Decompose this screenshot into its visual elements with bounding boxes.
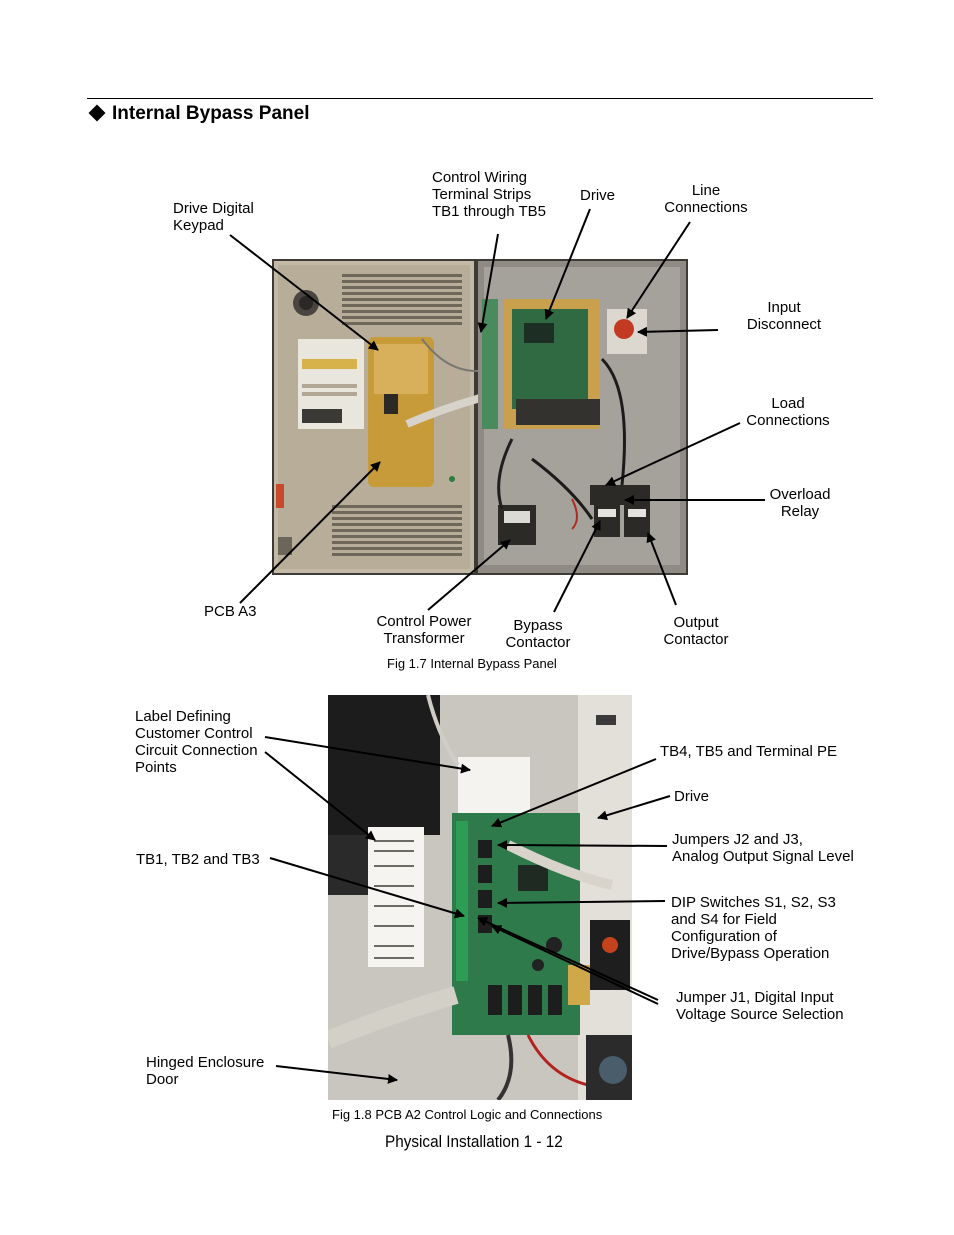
label-control-wiring-terminal-strips: Control Wiring Terminal Strips TB1 throu… <box>432 169 546 220</box>
label-customer-control-circuit: Label Defining Customer Control Circuit … <box>135 708 258 776</box>
arrow-label-defining-1 <box>264 736 471 774</box>
pcb-a2-control-logic-photo <box>328 695 632 1100</box>
arrow-drive-2 <box>597 795 671 821</box>
arrow-pcb-a3 <box>239 461 381 604</box>
label-jumpers-j2-j3: Jumpers J2 and J3, Analog Output Signal … <box>672 831 854 865</box>
arrow-hinged-door <box>275 1065 398 1084</box>
arrow-control-wiring <box>477 233 499 333</box>
arrow-tb4-tb5 <box>491 758 657 828</box>
figure-1-8-caption: Fig 1.8 PCB A2 Control Logic and Connect… <box>332 1107 603 1122</box>
label-drive-2: Drive <box>674 788 710 805</box>
figure-1-7-caption: Fig 1.7 Internal Bypass Panel <box>387 656 557 671</box>
section-title: Internal Bypass Panel <box>112 103 310 124</box>
header-rule <box>87 98 873 99</box>
arrow-drive-digital-keypad <box>229 234 379 351</box>
label-output-contactor: Output Contactor <box>663 614 729 648</box>
label-drive-digital-keypad: Drive Digital Keypad <box>173 200 254 234</box>
label-load-connections: Load Connections <box>746 395 830 429</box>
arrow-drive <box>544 208 591 320</box>
label-bypass-contactor: Bypass Contactor <box>505 617 571 651</box>
arrow-label-defining-2 <box>264 751 376 841</box>
arrow-tb1-tb2-tb3 <box>269 857 465 919</box>
page-footer: Physical Installation 1 - 12 <box>385 1132 563 1151</box>
label-input-disconnect: Input Disconnect <box>746 299 822 333</box>
label-line-connections: Line Connections <box>664 182 748 216</box>
label-dip-switches: DIP Switches S1, S2, S3 and S4 for Field… <box>671 894 836 962</box>
label-control-power-transformer: Control Power Transformer <box>376 613 472 647</box>
label-drive: Drive <box>580 187 616 204</box>
arrow-output-contactor <box>646 532 677 606</box>
arrow-jumper-j1-2 <box>491 925 659 1005</box>
label-overload-relay: Overload Relay <box>769 486 831 520</box>
arrow-load-connections <box>605 422 741 486</box>
arrow-jumper-j1-1 <box>477 917 659 1001</box>
label-tb1-tb2-tb3: TB1, TB2 and TB3 <box>136 851 260 868</box>
arrow-line-connections <box>626 221 691 319</box>
arrow-control-power-transformer <box>427 539 511 611</box>
arrow-dip-switches <box>497 897 666 908</box>
arrow-jumpers-j2-j3 <box>497 840 668 851</box>
section-heading: Internal Bypass Panel <box>88 103 309 125</box>
label-jumper-j1: Jumper J1, Digital Input Voltage Source … <box>676 989 844 1023</box>
label-pcb-a3: PCB A3 <box>204 603 257 620</box>
internal-bypass-panel-photo <box>272 259 688 575</box>
arrow-bypass-contactor <box>553 520 601 613</box>
label-tb4-tb5-terminal-pe: TB4, TB5 and Terminal PE <box>660 743 838 760</box>
arrow-input-disconnect <box>637 326 719 337</box>
label-hinged-enclosure-door: Hinged Enclosure Door <box>146 1054 265 1088</box>
